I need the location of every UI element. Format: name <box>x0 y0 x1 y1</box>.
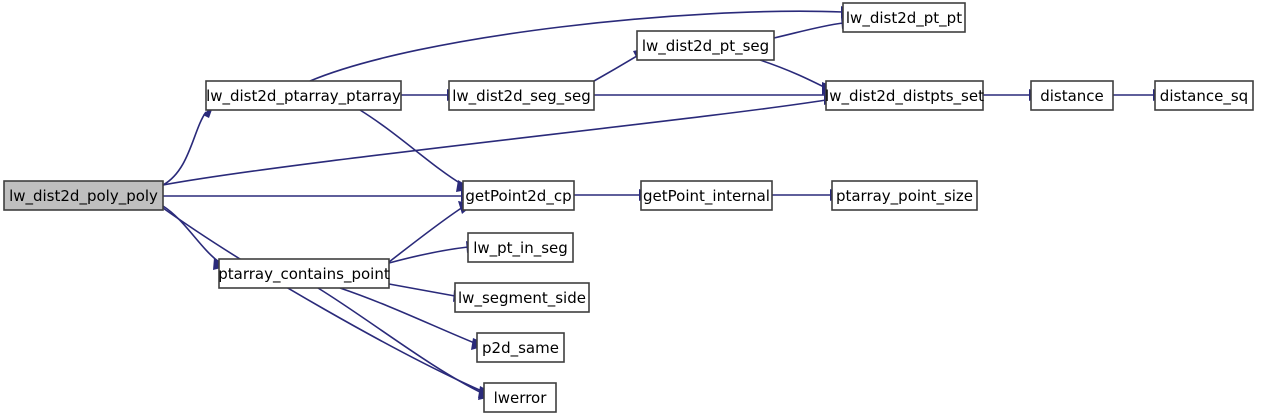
node-lw_dist2d_ptarray_ptarray[interactable]: lw_dist2d_ptarray_ptarray <box>205 80 402 111</box>
edge-line <box>388 206 464 263</box>
node-label: lw_dist2d_seg_seg <box>452 87 591 106</box>
edge-lw_dist2d_seg_seg-to-lw_dist2d_distpts_set <box>594 89 838 101</box>
node-box[interactable] <box>462 180 575 211</box>
node-lw_dist2d_pt_seg[interactable]: lw_dist2d_pt_seg <box>636 30 775 61</box>
node-box[interactable] <box>636 30 775 61</box>
edge-line <box>759 59 827 89</box>
node-box[interactable] <box>454 282 590 313</box>
node-lw_dist2d_pt_pt[interactable]: lw_dist2d_pt_pt <box>842 2 966 33</box>
node-getPoint_internal[interactable]: getPoint_internal <box>640 180 773 211</box>
node-label: getPoint2d_cp <box>465 187 571 206</box>
node-label: lw_dist2d_pt_seg <box>642 37 769 56</box>
edge-line <box>339 287 478 345</box>
node-lw_dist2d_distpts_set[interactable]: lw_dist2d_distpts_set <box>825 80 984 111</box>
node-box[interactable] <box>831 180 978 211</box>
edge-line <box>162 205 220 263</box>
node-label: lw_pt_in_seg <box>473 239 568 258</box>
node-box[interactable] <box>483 382 557 413</box>
node-label: getPoint_internal <box>643 187 770 206</box>
node-box[interactable] <box>3 180 164 211</box>
node-label: lw_segment_side <box>458 289 586 308</box>
node-box[interactable] <box>1154 80 1254 111</box>
edge-line <box>162 111 207 186</box>
edge-line <box>359 109 464 186</box>
node-label: distance_sq <box>1160 87 1248 106</box>
node-label: p2d_same <box>482 339 559 358</box>
node-label: lwerror <box>494 389 548 407</box>
node-box[interactable] <box>218 258 390 289</box>
edge-lw_dist2d_poly_poly-to-getPoint2d_cp <box>163 190 475 202</box>
edge-line <box>388 283 456 297</box>
node-box[interactable] <box>476 332 565 363</box>
edge-line <box>388 246 469 264</box>
node-box[interactable] <box>842 2 966 33</box>
edge-line <box>317 287 485 395</box>
edge-lw_dist2d_poly_poly-to-lw_dist2d_ptarray_ptarray <box>162 104 214 186</box>
node-box[interactable] <box>825 80 984 111</box>
node-p2d_same[interactable]: p2d_same <box>476 332 565 363</box>
node-label: distance <box>1040 87 1104 105</box>
node-label: lw_dist2d_distpts_set <box>825 87 984 106</box>
node-box[interactable] <box>448 80 595 111</box>
node-distance[interactable]: distance <box>1030 80 1114 111</box>
edge-line <box>162 207 485 393</box>
node-lw_pt_in_seg[interactable]: lw_pt_in_seg <box>467 232 574 263</box>
edge-line <box>162 99 827 186</box>
edge-lw_dist2d_ptarray_ptarray-to-getPoint2d_cp <box>359 109 473 192</box>
node-lw_dist2d_poly_poly[interactable]: lw_dist2d_poly_poly <box>3 180 164 211</box>
node-label: lw_dist2d_pt_pt <box>846 9 962 28</box>
edge-line <box>309 10 844 82</box>
node-box[interactable] <box>640 180 773 211</box>
node-getPoint2d_cp[interactable]: getPoint2d_cp <box>462 180 575 211</box>
edge-line <box>773 22 844 39</box>
node-box[interactable] <box>205 80 402 111</box>
node-label: lw_dist2d_poly_poly <box>9 187 158 206</box>
edge-lw_dist2d_poly_poly-to-lwerror <box>162 207 495 398</box>
node-lw_segment_side[interactable]: lw_segment_side <box>454 282 590 313</box>
node-box[interactable] <box>467 232 574 263</box>
edge-line <box>593 55 638 82</box>
node-ptarray_contains_point[interactable]: ptarray_contains_point <box>218 258 390 289</box>
nodes-layer: lw_dist2d_poly_poly lw_dist2d_ptarray_pta… <box>3 2 1254 413</box>
node-ptarray_point_size[interactable]: ptarray_point_size <box>831 180 978 211</box>
node-label: ptarray_contains_point <box>218 265 390 284</box>
node-lw_dist2d_seg_seg[interactable]: lw_dist2d_seg_seg <box>448 80 595 111</box>
node-lwerror[interactable]: lwerror <box>483 382 557 413</box>
node-label: lw_dist2d_ptarray_ptarray <box>206 87 401 106</box>
node-label: ptarray_point_size <box>836 187 973 206</box>
node-box[interactable] <box>1030 80 1114 111</box>
node-distance_sq[interactable]: distance_sq <box>1154 80 1254 111</box>
